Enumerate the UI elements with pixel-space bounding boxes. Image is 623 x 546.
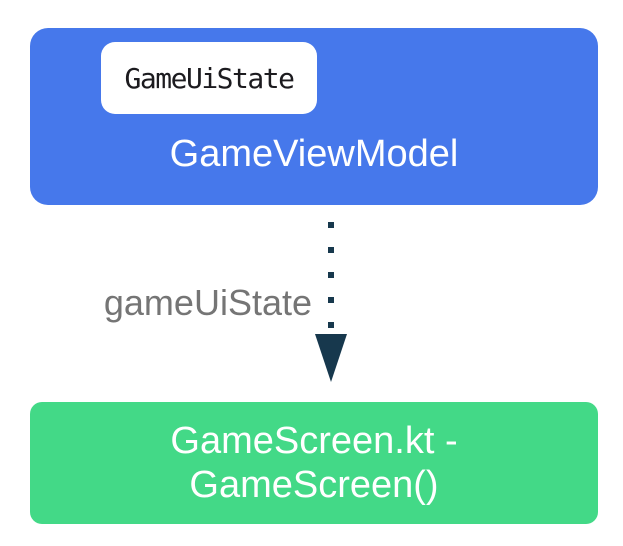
arrow-dot [328, 272, 334, 278]
arrow-label: gameUiState [103, 282, 312, 323]
arrow-dot [328, 297, 334, 303]
screen-box: GameScreen.kt - GameScreen() [30, 402, 598, 524]
viewmodel-label: GameViewModel [169, 133, 459, 175]
arrow-head-icon [315, 334, 347, 382]
arrow-dot [328, 222, 334, 228]
viewmodel-box: GameUiState GameViewModel [30, 28, 598, 205]
arrow-dot [328, 247, 334, 253]
arrow-dot [328, 322, 334, 328]
uistate-chip-label: GameUiState [124, 61, 295, 95]
screen-box-label-line1: GameScreen.kt - [170, 420, 458, 462]
screen-box-label-line2: GameScreen() [189, 464, 439, 506]
uistate-chip: GameUiState [101, 42, 317, 114]
